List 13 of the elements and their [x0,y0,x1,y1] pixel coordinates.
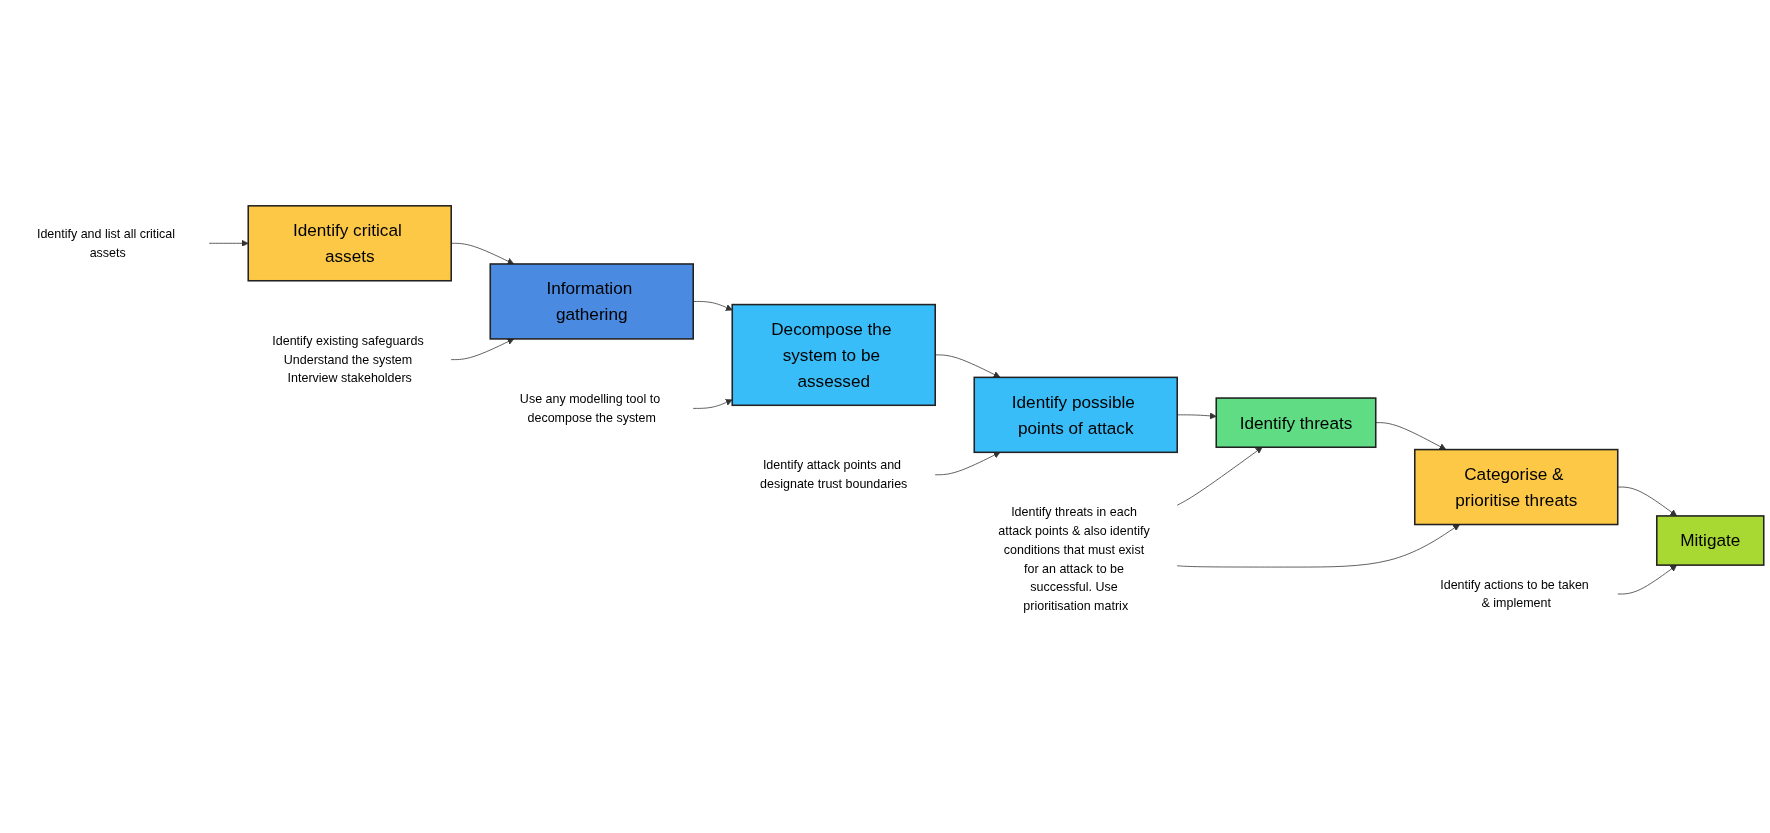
node-text: Use any modelling tool to decompose the system [519,392,661,425]
node-box: Mitigate [1656,515,1765,566]
node-box: Identify possible points of attack [973,376,1178,454]
node-text: Identify attack points and designate trust boundaries [760,458,908,491]
node-text: Identify actions to be taken & implement [1440,577,1589,610]
node-box: Categorise & prioritise threats [1414,448,1619,526]
node-box: Identify threats [1215,397,1377,448]
node-box: Information gathering [489,263,694,340]
node-box: Identify critical assets [247,205,452,282]
node-text: Identify existing safeguards Understand the system Interview stakeholders [272,333,424,385]
node-text: Identify and list all critical assets [36,226,176,259]
node-box: Decompose the system to be assessed [731,303,936,407]
node-text: Identify threats in each attack points & also identify conditions that must exist for an attack to be successful. Use prioritisation matrix [998,505,1150,613]
